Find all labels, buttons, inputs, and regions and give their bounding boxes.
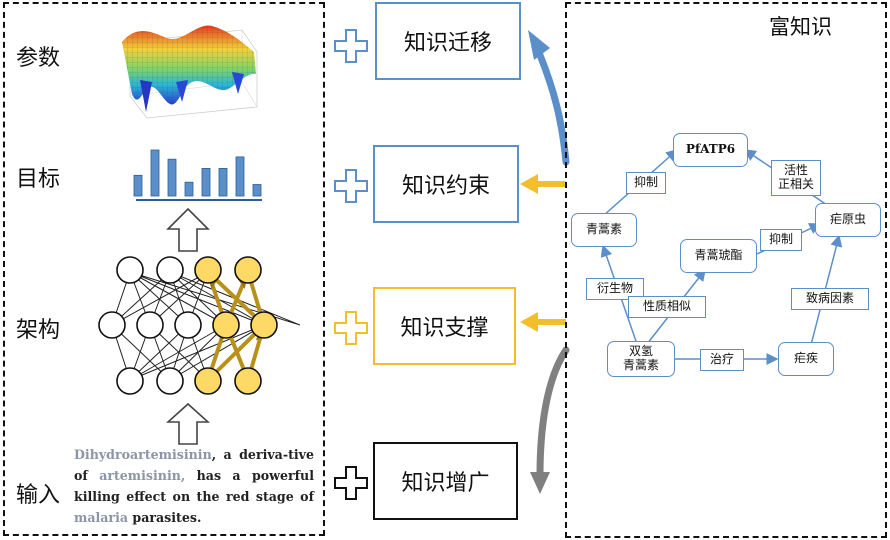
knowledge-transfer-box: 知识迁移 [375,2,521,80]
term-dihydroartemisinin: Dihydroartemisinin [74,447,212,462]
row-label-input: 输入 [16,483,61,508]
kg-rel-huoxing-label: 活性 正相关 [777,163,814,191]
kg-rel-yizhi-1: 抑制 [626,172,666,194]
target-bar [252,184,262,197]
target-bars [133,149,262,197]
plus-icon-transfer [334,29,368,63]
kg-node-nueji: 疟疾 [778,342,834,376]
term-malaria: malaria [74,510,129,525]
target-bar [201,167,211,197]
kg-node-pfatp6: PfATP6 [673,133,748,167]
kg-rel-zhiliao: 治疗 [700,349,744,371]
row-label-params: 参数 [16,46,61,71]
target-bar [133,174,143,197]
input-text-segment: has a powerful killing effect on the red… [74,468,314,504]
kg-node-qinghaohuzhi: 青蒿琥酯 [680,239,757,273]
kg-node-nueyuanchong: 疟原虫 [815,203,881,237]
kg-node-qinghaosu: 青蒿素 [571,213,637,247]
parameter-surface-plot [122,25,258,119]
term-artemisinin: artemisinin, [99,468,186,483]
plus-icon-constraint [334,169,368,203]
knowledge-support-box: 知识支撑 [373,287,516,365]
knowledge-constraint-box: 知识约束 [373,145,519,223]
kg-rel-xingzhi: 性质相似 [628,296,706,318]
input-text-segment: parasites. [128,510,202,525]
model-panel [3,2,325,536]
kg-rel-yanshengwu: 衍生物 [586,278,644,300]
target-bar [235,156,245,197]
row-label-target: 目标 [16,167,61,192]
kg-rel-zhibing: 致病因素 [791,288,869,310]
kg-rel-yizhi-2: 抑制 [760,229,802,251]
kg-rel-huoxing: 活性 正相关 [771,160,821,196]
plus-icon-support [334,311,368,345]
kg-node-shuangqing: 双氢 青蒿素 [607,341,675,377]
flow-arrows [520,30,570,494]
target-bar [150,149,160,197]
target-bar [167,158,177,197]
target-bar [218,167,228,197]
neural-network-diagram [98,256,300,395]
target-bar-chart [133,149,262,201]
target-bar [184,181,194,197]
row-label-architecture: 架构 [16,318,61,343]
plus-icon-augmentation [334,466,368,500]
knowledge-augmentation-box: 知识增广 [373,442,518,520]
knowledge-panel-title: 富知识 [769,15,832,39]
up-arrow-architecture [166,402,210,445]
input-text-segment: , a deriva-tive of [74,447,314,483]
input-sentence: Dihydroartemisinin, a deriva-tive of art… [74,444,314,528]
knowledge-panel [565,2,887,538]
kg-node-shuangqing-label: 双氢 青蒿素 [622,344,659,372]
up-arrow-target [166,207,210,252]
